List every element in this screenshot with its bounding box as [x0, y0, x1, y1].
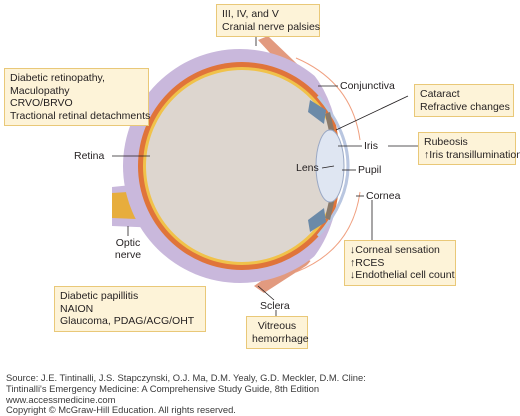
lens-shape [315, 129, 345, 203]
cranial-nerve-box: III, IV, and V Cranial nerve palsies [216, 4, 320, 37]
lens-findings-box: Cataract Refractive changes [414, 84, 514, 117]
retina-label: Retina [74, 150, 105, 162]
conjunctiva-label: Conjunctiva [340, 80, 395, 92]
ciliary-upper [308, 100, 326, 124]
optic-findings-box: Diabetic papillitis NAION Glaucoma, PDAG… [54, 286, 206, 332]
leader-lens [321, 165, 335, 169]
source-citation: Source: J.E. Tintinalli, J.S. Stapczynsk… [6, 372, 366, 416]
iris-findings-box: Rubeosis Iris transillumination [418, 132, 520, 165]
lens-label: Lens [296, 162, 319, 174]
sclera-findings-box: Vitreous hemorrhage [246, 316, 309, 349]
iris-label: Iris [364, 140, 378, 152]
ciliary-lower [308, 208, 326, 232]
leader-lens-box [335, 95, 409, 131]
cornea-shape [316, 95, 350, 237]
cornea-findings-box: Corneal sensation RCES Endothelial cell … [344, 240, 456, 286]
sclera-label: Sclera [260, 300, 290, 312]
leader-sclera [257, 285, 275, 301]
anterior-segment [300, 60, 362, 272]
vitreous-body [146, 70, 338, 262]
retina-findings-box: Diabetic retinopathy, Maculopathy CRVO/B… [4, 68, 150, 126]
decrease-arrow-icon [350, 269, 355, 282]
pupil-label: Pupil [358, 164, 382, 176]
increase-arrow-icon [424, 149, 429, 161]
conjunctiva-line-lower [295, 191, 361, 273]
decrease-arrow-icon [350, 244, 355, 257]
cornea-label: Cornea [366, 190, 401, 202]
conjunctiva-line [295, 57, 361, 141]
increase-arrow-icon [350, 257, 355, 269]
optic-nerve-label: Optic nerve [114, 237, 142, 261]
